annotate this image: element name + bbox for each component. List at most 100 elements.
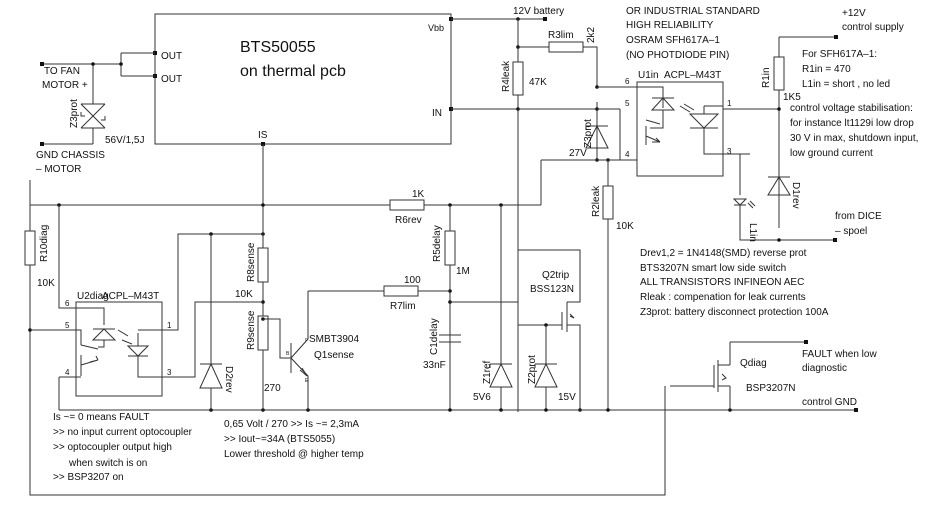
z1ref-label: Z1ref [482, 360, 493, 384]
motor-gnd-label-2: – MOTOR [36, 164, 81, 175]
z3prot-motor-value: 56V/1,5J [105, 135, 144, 146]
ground-rail: control GND [59, 397, 858, 412]
r4leak-label: R4leak [501, 60, 512, 92]
motor-plus-label-1: TO FAN [44, 66, 80, 77]
calc-note-3: Lower threshold @ higher temp [224, 449, 364, 460]
q1-pin-b: B [286, 351, 290, 357]
z1ref-value: 5V6 [473, 392, 491, 403]
motor-section: TO FAN MOTOR + GND CHASSIS – MOTOR Z3pro… [36, 52, 155, 175]
calc-notes: 0,65 Volt / 270 >> Is ~= 2,3mA >> Iout~=… [224, 419, 364, 460]
r2leak-label: R2leak [591, 185, 602, 217]
control-supply-line1: +12V [842, 8, 866, 19]
control-supply-terminal [834, 35, 838, 39]
qdiag-label: Qdiag [740, 358, 767, 369]
r6rev-value: 1K [412, 189, 425, 200]
pin-vbb: Vbb [428, 23, 444, 33]
r7lim-label: R7lim [390, 301, 416, 312]
fault-note-1: Is ~= 0 means FAULT [53, 412, 150, 423]
motor-plus-terminal [40, 62, 44, 66]
r3lim-label: R3lim [548, 30, 574, 41]
u1-pin-4: 4 [625, 150, 630, 159]
control-gnd-terminal [854, 408, 858, 412]
r2leak-value: 10K [616, 221, 634, 232]
stab-note-2: for instance lt1129i low drop [790, 118, 914, 129]
r8sense-label: R8sense [246, 242, 257, 282]
note-top-1: OR INDUSTRIAL STANDARD [626, 6, 760, 17]
fault-terminal [804, 340, 808, 344]
u1in-part: ACPL–M43T [664, 70, 721, 81]
r4leak-value: 47K [529, 77, 547, 88]
l1in-label: L1in [747, 223, 758, 242]
calc-note-2: >> Iout~=34A (BTS5055) [224, 434, 335, 445]
r5delay-value: 1M [456, 266, 470, 277]
main-chip-subtitle: on thermal pcb [240, 63, 346, 80]
general-note-4: Rleak : compenation for leak currents [640, 292, 806, 303]
r9sense-label: R9sense [246, 310, 257, 350]
note-top-3: OSRAM SFH617A–1 [626, 35, 720, 46]
sfh-note-1: For SFH617A–1: [802, 49, 877, 60]
stab-note-3: 30 V in max, shutdown input, [790, 133, 918, 144]
u2-pin-1: 1 [167, 321, 172, 330]
z2prot-label: Z2prot [527, 355, 538, 384]
fault-note-3: >> optocoupler output high [53, 442, 172, 453]
fault-line1: FAULT when low [802, 349, 877, 360]
sfh-note-2: R1in = 470 [802, 64, 851, 75]
r9sense-value: 270 [264, 383, 281, 394]
c1delay-label: C1delay [429, 318, 440, 355]
u1-pin-3: 3 [727, 147, 732, 156]
z3prot-27v-label: Z3prot [583, 119, 594, 148]
motor-gnd-label-1: GND CHASSIS [36, 150, 105, 161]
optocoupler-u1in: U1in ACPL–M43T 6 5 4 1 3 [597, 70, 780, 195]
dice-terminal [833, 238, 837, 242]
general-note-3: ALL TRANSISTORS INFINEON AEC [640, 277, 804, 288]
dice-line2: – spoel [835, 226, 867, 237]
d1rev-label: D1rev [790, 182, 801, 209]
dice-line1: from DICE [835, 211, 882, 222]
d2rev-label: D2rev [223, 366, 234, 393]
motor-plus-label-2: MOTOR + [42, 80, 88, 91]
stab-note-1: control voltage stabilisation: [790, 103, 913, 114]
note-top-4: (NO PHOTDIODE PIN) [626, 50, 729, 61]
motor-gnd-terminal [40, 142, 44, 146]
r3lim-value: 2k2 [586, 26, 597, 43]
qdiag-mosfet: Qdiag BSP3207N FAULT when low diagnostic [29, 180, 877, 496]
pin-out-1: OUT [161, 51, 182, 62]
general-notes: Drev1,2 = 1N4148(SMD) reverse prot BTS32… [640, 248, 829, 318]
u2diag-label: U2diag [77, 291, 109, 302]
r1in-value: 1K5 [783, 92, 801, 103]
main-chip-name: BTS50055 [240, 39, 316, 56]
stab-note-4: low ground current [790, 148, 873, 159]
qdiag-part: BSP3207N [746, 383, 795, 394]
r10diag-label: R10diag [39, 225, 50, 262]
u2-pin-4: 4 [65, 368, 70, 377]
r10diag-value: 10K [37, 278, 55, 289]
control-gnd-label: control GND [802, 397, 857, 408]
note-top-2: HIGH RELIABILITY [626, 20, 714, 31]
u1in-label: U1in [638, 70, 659, 81]
q1-pin-c: c [305, 337, 308, 343]
sfh-note-3: L1in = short , no led [802, 79, 890, 90]
q1sense-label: Q1sense [314, 350, 354, 361]
q2trip-part: BSS123N [530, 284, 574, 295]
q2trip-label: Q2trip [542, 270, 570, 281]
r8sense-value: 10K [235, 289, 253, 300]
fault-notes: Is ~= 0 means FAULT >> no input current … [53, 412, 193, 483]
general-note-1: Drev1,2 = 1N4148(SMD) reverse prot [640, 248, 807, 259]
battery-section: 12V battery R3lim 2k2 R4leak 47K Z3prot … [451, 6, 637, 412]
diag-section: R10diag 10K U2diag ACPL–M43T 6 5 4 1 3 [24, 205, 265, 410]
q1-pin-e: E [305, 378, 309, 384]
u2-pin-5: 5 [65, 321, 70, 330]
r6rev-label: R6rev [395, 215, 422, 226]
q1sense-part: SMBT3904 [309, 334, 359, 345]
general-note-2: BTS3207N smart low side switch [640, 263, 786, 274]
pin-is: IS [258, 130, 268, 141]
z3prot-27v-value: 27V [569, 148, 587, 159]
u2diag-part: ACPL–M43T [102, 291, 159, 302]
u1-pin-6: 6 [625, 77, 630, 86]
battery-terminal [543, 17, 547, 21]
u1-pin-5: 5 [625, 99, 630, 108]
fault-note-2: >> no input current optocoupler [53, 427, 193, 438]
general-note-5: Z3prot: battery disconnect protection 10… [640, 307, 829, 318]
calc-note-1: 0,65 Volt / 270 >> Is ~= 2,3mA [224, 419, 359, 430]
